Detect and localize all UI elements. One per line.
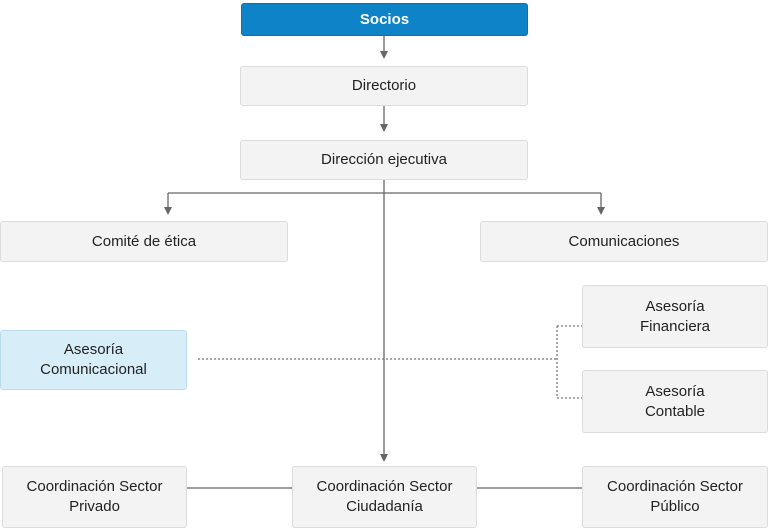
coordinacion-sector-privado-node[interactable]: Coordinación Sector Privado bbox=[2, 466, 187, 528]
comite-etica-node[interactable]: Comité de ética bbox=[0, 221, 288, 262]
socios-node[interactable]: Socios bbox=[241, 3, 528, 36]
direccion-ejecutiva-node[interactable]: Dirección ejecutiva bbox=[240, 140, 528, 180]
comunicaciones-node[interactable]: Comunicaciones bbox=[480, 221, 768, 262]
directorio-node[interactable]: Directorio bbox=[240, 66, 528, 106]
coordinacion-sector-ciudadania-node[interactable]: Coordinación Sector Ciudadanía bbox=[292, 466, 477, 528]
asesoria-financiera-node[interactable]: Asesoría Financiera bbox=[582, 285, 768, 348]
asesoria-contable-node[interactable]: Asesoría Contable bbox=[582, 370, 768, 433]
asesoria-comunicacional-node[interactable]: Asesoría Comunicacional bbox=[0, 330, 187, 390]
coordinacion-sector-publico-node[interactable]: Coordinación Sector Público bbox=[582, 466, 768, 528]
